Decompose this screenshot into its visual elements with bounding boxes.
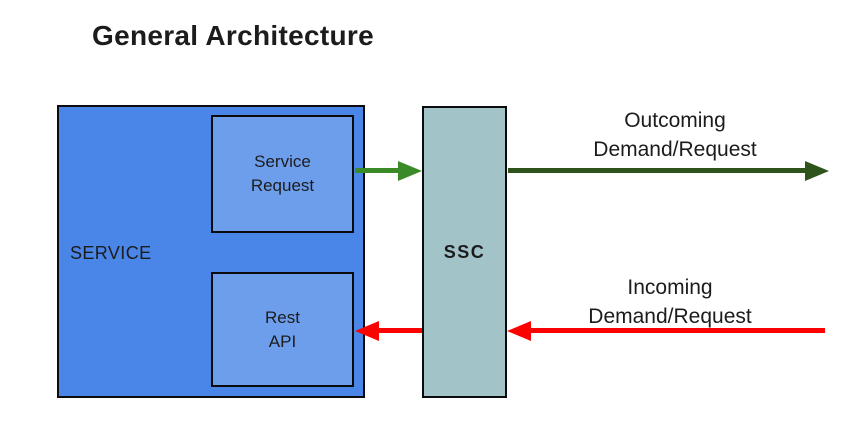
outgoing-arrow-line — [508, 168, 806, 173]
outgoing-flow-label: Outcoming Demand/Request — [593, 109, 757, 161]
diagram-title: General Architecture — [92, 20, 374, 51]
ssc-to-restapi-arrow-line — [375, 328, 422, 333]
ssc-label: SSC — [443, 241, 486, 262]
ssc-to-restapi-arrow-head-icon — [355, 321, 379, 341]
incoming-arrow-line — [528, 328, 825, 333]
incoming-flow-label: Incoming Demand/Request — [588, 276, 752, 328]
outgoing-arrow-head-icon — [805, 161, 829, 181]
service-request-label: Service Request — [250, 152, 315, 195]
service-to-ssc-arrow-head-icon — [398, 161, 422, 181]
service-request-node: Service Request — [211, 115, 354, 233]
incoming-arrow-head-icon — [507, 321, 531, 341]
rest-api-node: Rest API — [211, 272, 354, 387]
service-node: SERVICE Service Request Rest API — [57, 105, 365, 398]
rest-api-label: Rest API — [265, 307, 300, 351]
ssc-node: SSC — [422, 106, 507, 398]
service-node-label: SERVICE — [70, 243, 152, 263]
service-to-ssc-arrow-line — [355, 168, 401, 173]
